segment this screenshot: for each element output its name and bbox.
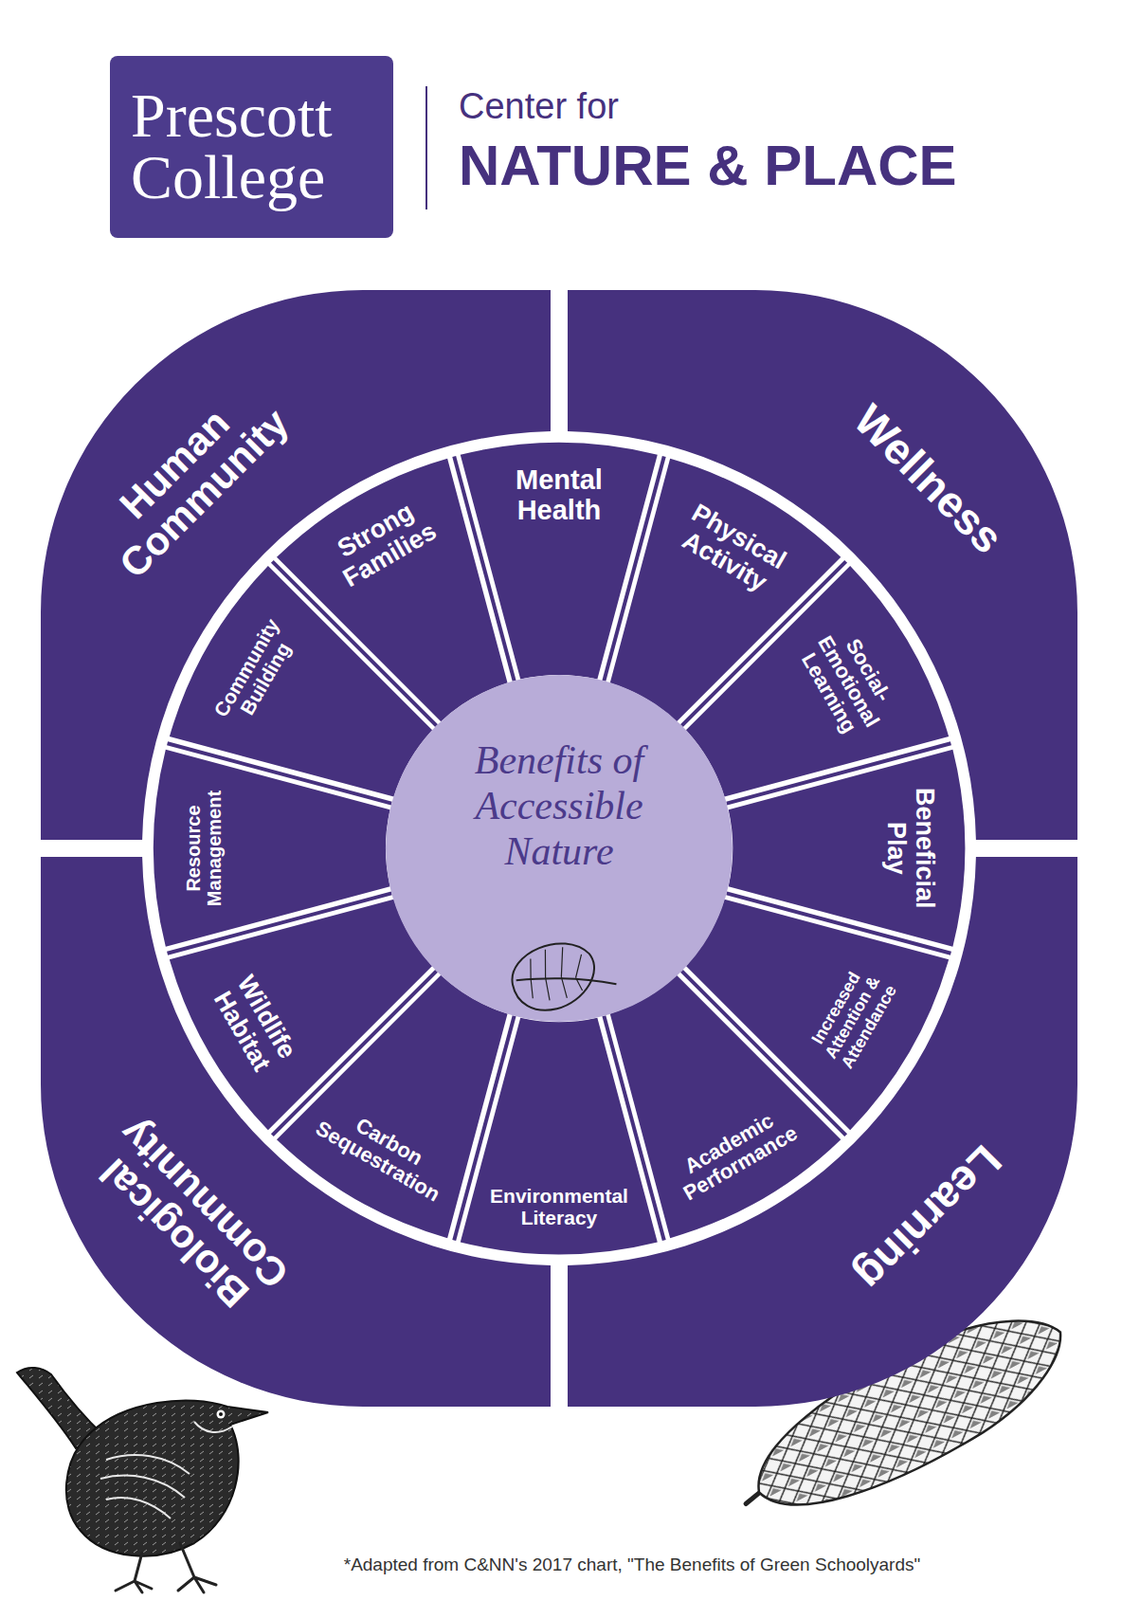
segment-label: Environmental Literacy <box>469 1184 650 1229</box>
logo-text: Prescott College <box>130 85 373 208</box>
shape-outline <box>270 454 516 728</box>
header-title: NATURE & PLACE <box>458 131 958 200</box>
label-holder: Center for <box>458 85 619 129</box>
segment-label: Beneficial Play <box>881 767 938 929</box>
header-subtitle: Center for <box>458 85 619 129</box>
benefit-segment: Strong Families <box>270 454 516 728</box>
logo-box: Prescott College <box>109 55 394 238</box>
header-divider <box>425 86 428 210</box>
hub-title: Benefits of Accessible Nature <box>426 737 692 875</box>
segment-label: Resource Management <box>182 767 225 929</box>
label-holder: Mental Health <box>488 465 631 526</box>
wren-illustration <box>17 1367 269 1593</box>
label-holder: *Adapted from C&NN's 2017 chart, "The Be… <box>343 1554 922 1575</box>
label-holder: Beneficial Play <box>881 767 938 929</box>
segment-label: Mental Health <box>488 465 631 526</box>
wedge-shape <box>276 457 508 721</box>
label-holder: NATURE & PLACE <box>458 131 958 200</box>
caption-text: *Adapted from C&NN's 2017 chart, "The Be… <box>343 1554 922 1575</box>
hub-circle <box>385 674 733 1022</box>
label-holder: Resource Management <box>182 767 225 929</box>
label-holder: Environmental Literacy <box>469 1184 650 1229</box>
label-holder: Prescott College <box>109 75 394 218</box>
leaf-illustration <box>503 926 617 1020</box>
label-holder: Benefits of Accessible Nature <box>426 737 692 875</box>
